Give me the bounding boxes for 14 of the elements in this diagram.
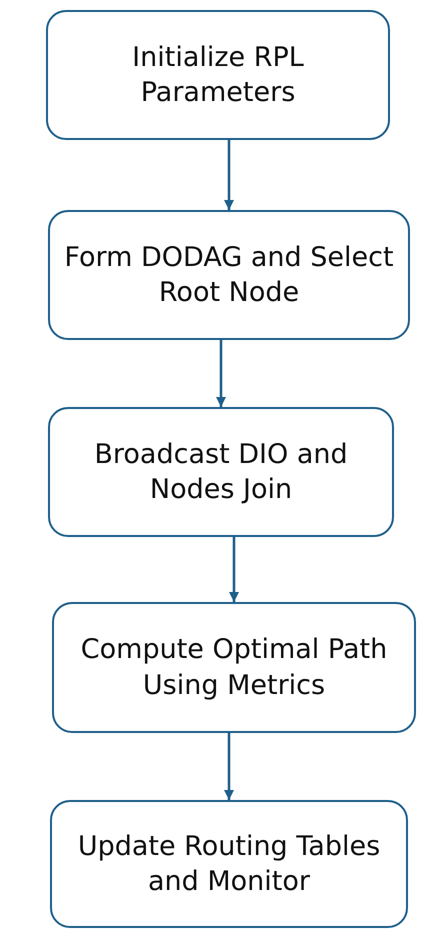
arrow bbox=[224, 733, 234, 800]
step-text: Form DODAG and Select Root Node bbox=[63, 240, 395, 310]
process-box bbox=[52, 602, 416, 733]
arrow bbox=[229, 537, 239, 602]
arrow bbox=[224, 140, 234, 210]
step-text: Initialize RPL Parameters bbox=[131, 40, 305, 110]
step-text: Update Routing Tables and Monitor bbox=[76, 830, 382, 899]
process-box bbox=[50, 800, 408, 928]
process-box bbox=[48, 407, 394, 537]
process-box bbox=[48, 210, 410, 340]
arrow bbox=[216, 340, 226, 407]
step-text: Compute Optimal Path Using Metrics bbox=[80, 633, 388, 702]
process-box bbox=[46, 10, 390, 140]
step-text: Broadcast DIO and Nodes Join bbox=[93, 438, 349, 507]
